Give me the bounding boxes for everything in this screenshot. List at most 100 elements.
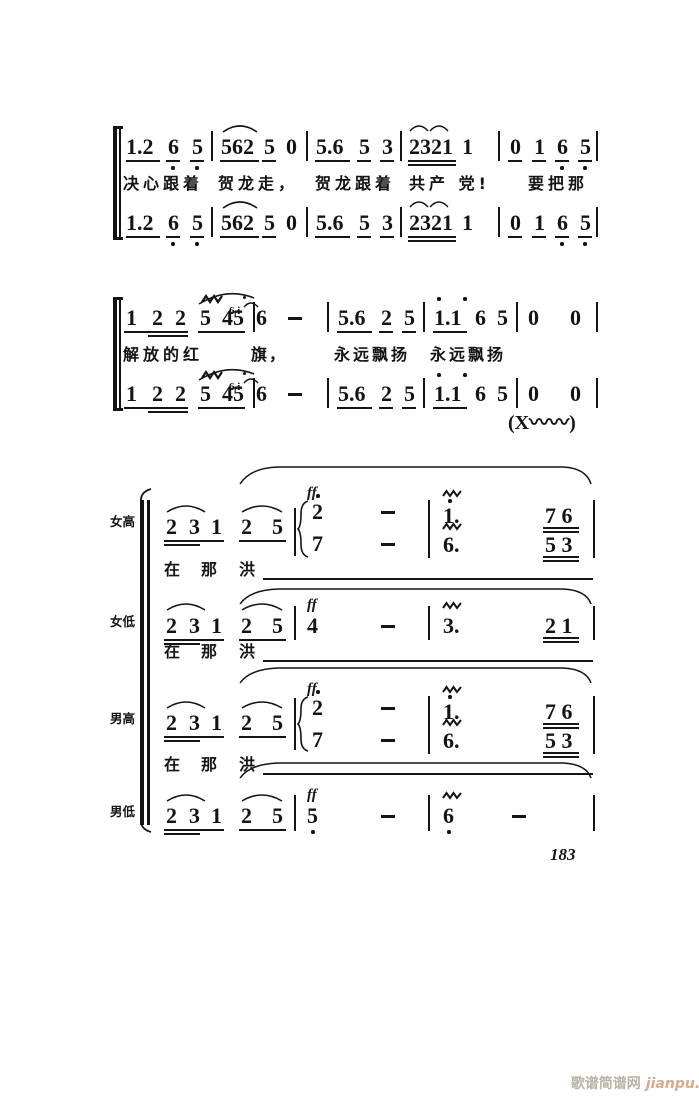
octave-dot: [463, 373, 467, 377]
note-group: 2 1: [545, 613, 573, 638]
note-group: 1: [126, 381, 137, 406]
note-group: 0: [286, 210, 297, 235]
note-group: 5: [497, 305, 508, 330]
note-group: 2321: [409, 134, 453, 159]
barline: [327, 378, 329, 408]
note-group: 562: [221, 210, 254, 235]
note-group: 5: [580, 210, 591, 235]
octave-dot: [560, 242, 564, 246]
mordent-icon: [201, 294, 223, 304]
beam: [164, 829, 224, 831]
lyric-syllable: 贺龙走，: [218, 174, 299, 193]
note-group: 6: [557, 134, 568, 159]
beam: [402, 331, 416, 333]
dynamic-ff: ff: [307, 787, 317, 803]
barline: [596, 131, 598, 161]
beam: [337, 331, 372, 333]
octave-dot: [583, 166, 587, 170]
barline: [596, 378, 598, 408]
system-1: 1.2 6 5 | 562 5 0 | 5.6 5 3 | 2321 1 | 0…: [0, 0, 699, 260]
barline: [211, 207, 213, 237]
octave-dot: [171, 166, 175, 170]
note-group: 1.: [443, 503, 460, 528]
phrase-slur: [239, 667, 592, 684]
beam: [508, 236, 522, 238]
slur: [409, 201, 429, 208]
barline: [306, 131, 308, 161]
barline: [423, 302, 425, 332]
slur: [409, 125, 429, 132]
beam: [239, 639, 286, 641]
note-group: 2: [166, 613, 177, 638]
note-group: 1: [462, 210, 473, 235]
note-group: 5: [307, 803, 318, 828]
beam: [164, 736, 224, 738]
note-group: 2: [152, 305, 163, 330]
barline: [211, 131, 213, 161]
octave-dot: [437, 373, 441, 377]
note-group: 5.6: [316, 210, 344, 235]
note-group: 0: [510, 210, 521, 235]
note-group: 5: [497, 381, 508, 406]
beam: [433, 331, 467, 333]
note-group: 5.6: [338, 305, 366, 330]
note-group: 5.6: [338, 381, 366, 406]
lyric-syllable: 那: [201, 642, 218, 661]
note-group: 2: [166, 710, 177, 735]
beam: [262, 160, 276, 162]
beam: [126, 236, 160, 238]
beam: [543, 560, 579, 562]
note-group: 0: [570, 381, 581, 406]
octave-dot: [195, 166, 199, 170]
beam: [198, 331, 245, 333]
beam: [148, 335, 188, 337]
lyric-extension-line: [263, 773, 593, 775]
lyric-extension-line: [263, 660, 593, 662]
beam: [164, 639, 224, 641]
note-group: 1: [211, 710, 222, 735]
note-group: 0: [528, 381, 539, 406]
note-extension-dash: [288, 393, 302, 396]
beam: [148, 411, 188, 413]
slur: [429, 201, 449, 208]
beam: [164, 740, 200, 742]
note-group: 2: [312, 695, 323, 720]
lyric-syllable: 旗，: [251, 345, 288, 364]
dynamic-ff: ff: [307, 485, 317, 501]
lyric-syllable: 洪: [239, 560, 256, 579]
barline: [400, 131, 402, 161]
note-group: 6: [557, 210, 568, 235]
beam: [239, 736, 286, 738]
slur: [166, 505, 206, 513]
watermark-en: jianpu.cn: [645, 1076, 699, 1092]
note-extension-dash: [381, 543, 395, 546]
note-group: 1: [211, 803, 222, 828]
beam: [166, 236, 180, 238]
note-group: 2: [241, 514, 252, 539]
grace-note: 6 i: [229, 305, 241, 317]
beam: [239, 540, 286, 542]
octave-dot: [583, 242, 587, 246]
beam: [543, 641, 579, 643]
note-group: 1: [211, 514, 222, 539]
note-group: 1: [126, 305, 137, 330]
beam: [402, 407, 416, 409]
beam: [555, 160, 569, 162]
page-number: 183: [550, 845, 576, 864]
system-bracket-outer: [113, 297, 117, 411]
beam: [190, 160, 204, 162]
note-group: 5: [359, 134, 370, 159]
lyric-syllable: 在: [164, 755, 181, 774]
beam: [543, 723, 579, 725]
octave-dot: [316, 690, 320, 694]
beam: [164, 643, 200, 645]
part-label-soprano: 女高: [110, 514, 136, 529]
note-group: 1: [211, 613, 222, 638]
note-group: 6: [256, 381, 267, 406]
beam: [543, 637, 579, 639]
barline: [428, 606, 430, 640]
lyric-syllable: 解放的红: [123, 345, 204, 364]
grand-bracket-outer: [140, 500, 144, 825]
barline: [294, 698, 296, 750]
lyric-syllable: 要把那: [528, 174, 589, 193]
